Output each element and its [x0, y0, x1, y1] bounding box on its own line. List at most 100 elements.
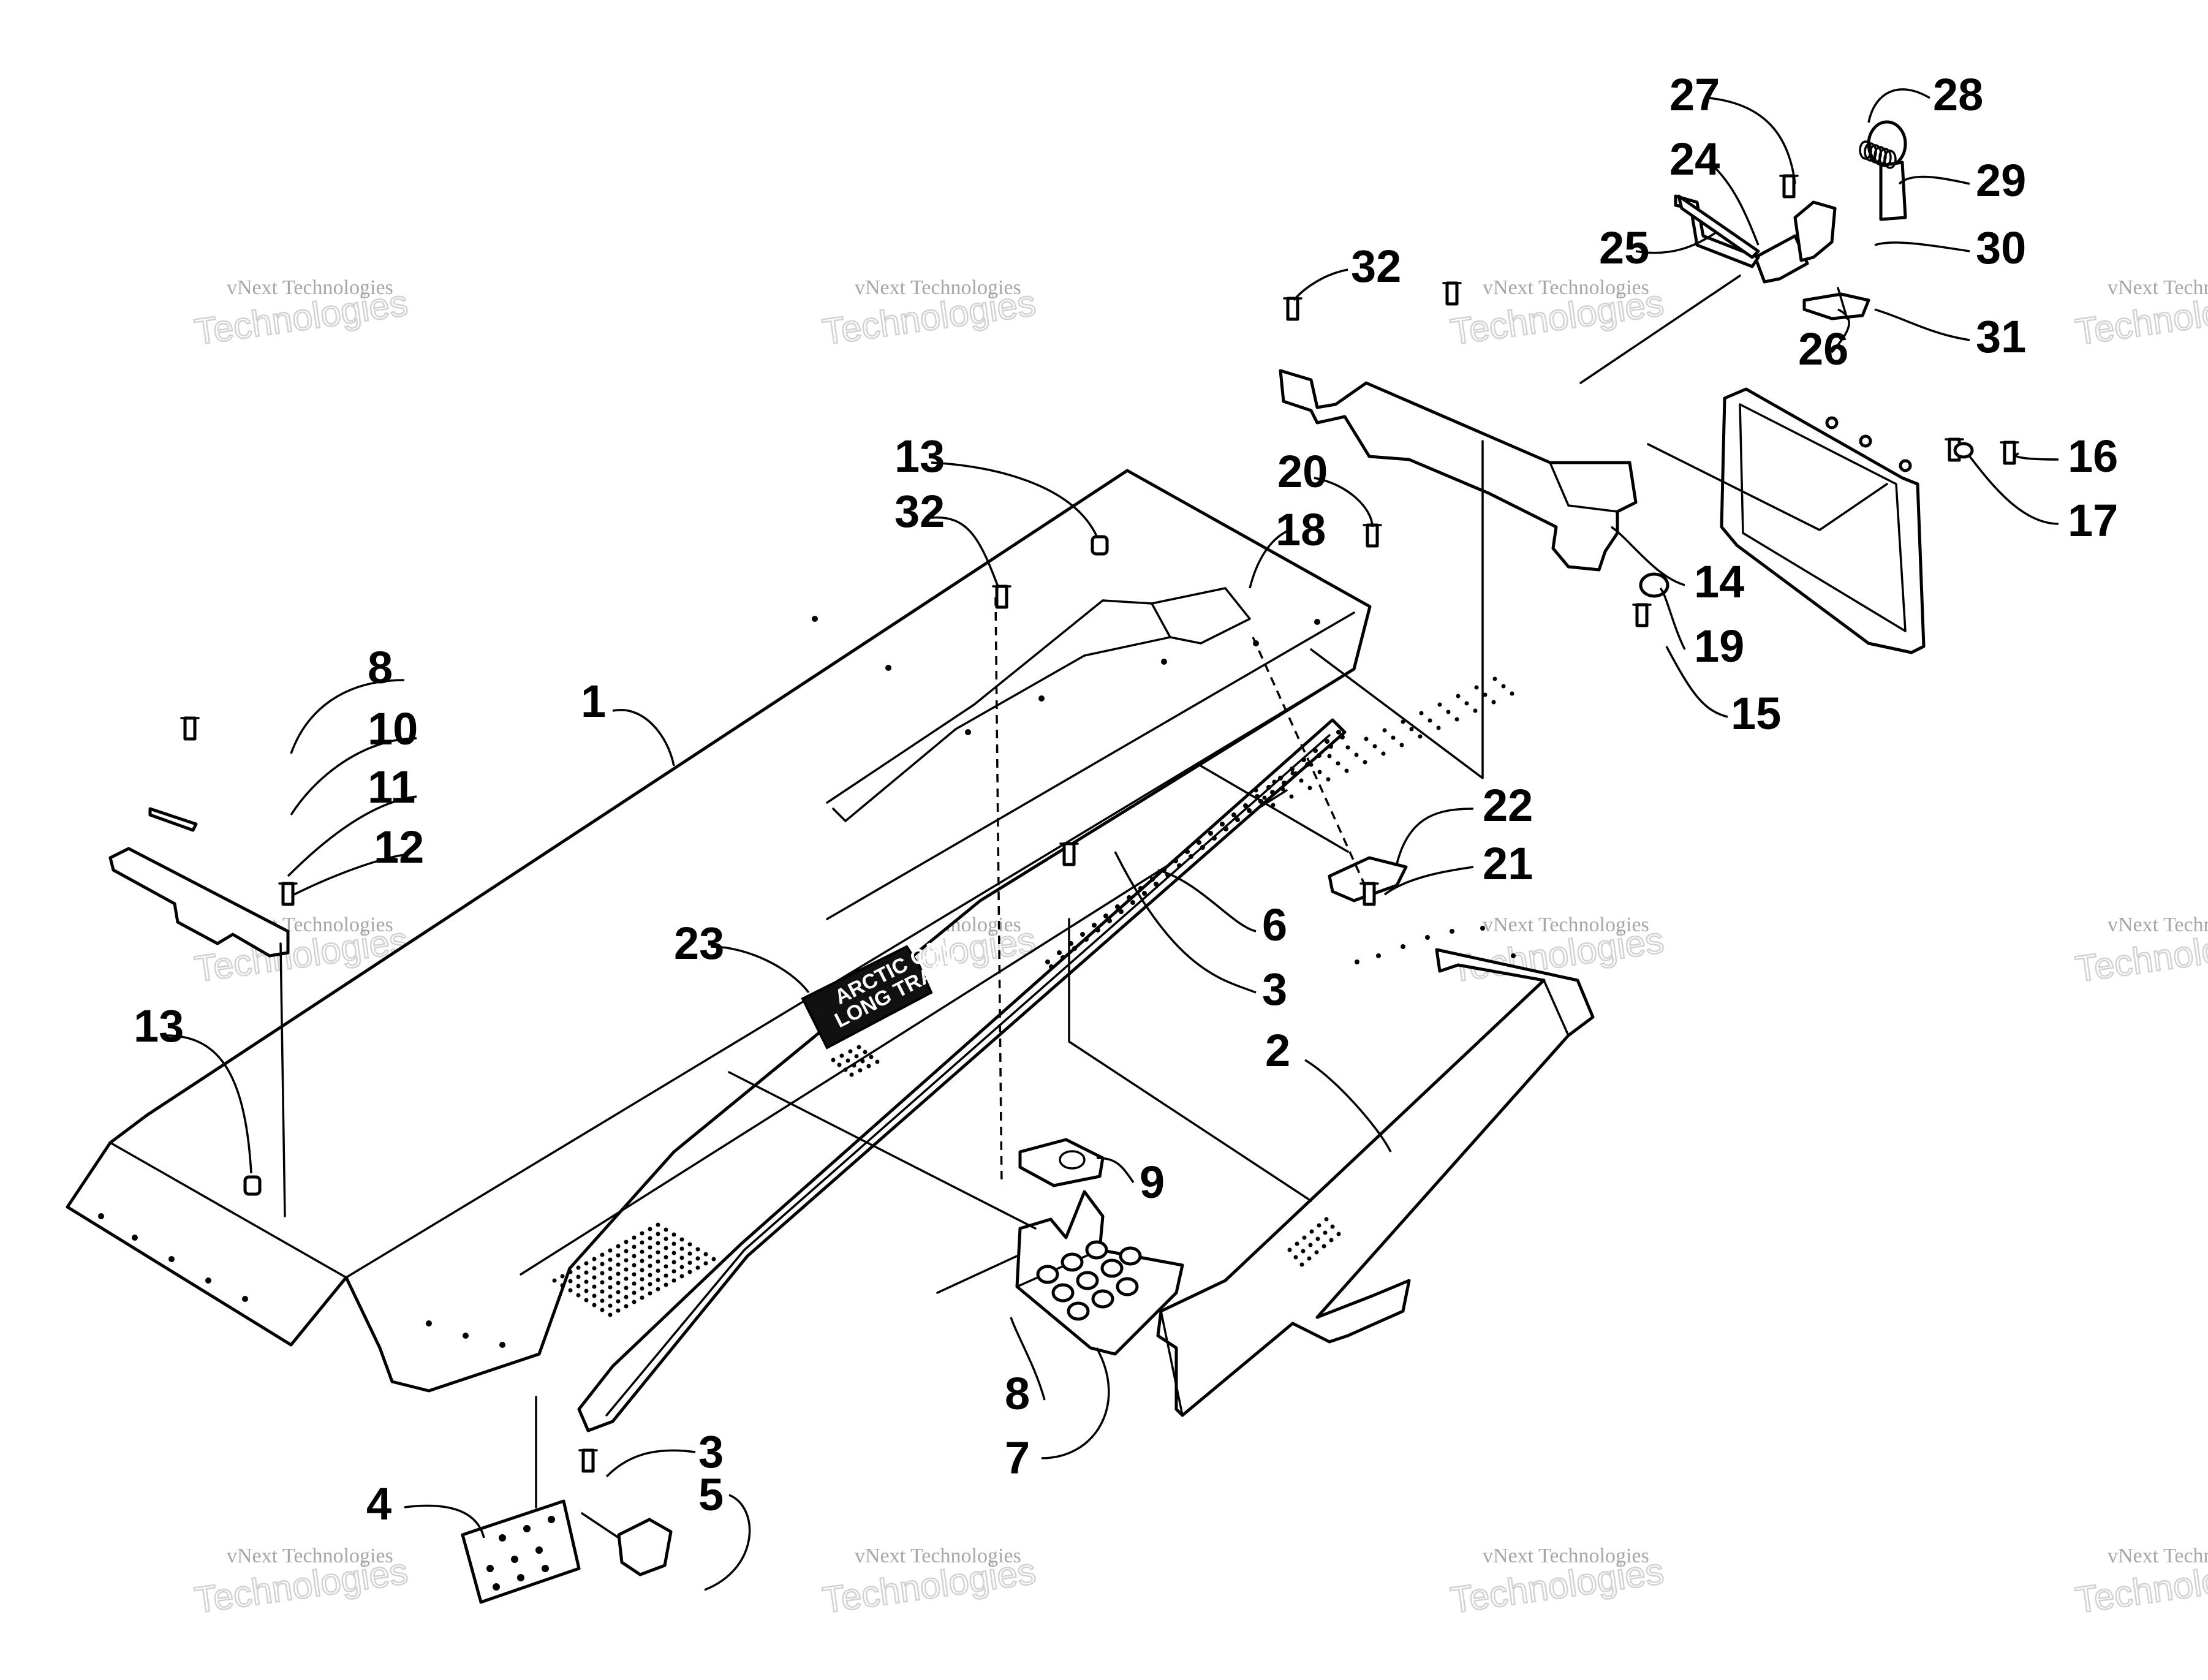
leader-line [1831, 308, 1850, 354]
reflector-part-22 [1328, 856, 1408, 902]
callout-9: 9 [1140, 1157, 1165, 1208]
leader-line [2014, 452, 2059, 461]
leader-line [1249, 529, 1290, 589]
leader-line [1874, 241, 1970, 252]
callout-12: 12 [374, 822, 424, 872]
rail-holes [1045, 730, 1345, 969]
leader-line [165, 1034, 252, 1174]
leader-line [1293, 268, 1348, 301]
bolt-fastener [1359, 882, 1379, 906]
leader-line [1898, 175, 1970, 185]
bolt-fastener [578, 1448, 598, 1473]
watermark-company: vNext Technologies [1483, 276, 1649, 299]
frame-holes [1355, 926, 1516, 964]
mount-holes [1825, 416, 1912, 472]
leader-line [1314, 477, 1374, 528]
watermark-company: vNext Technologies [1483, 914, 1649, 936]
leader-line [1968, 455, 2059, 525]
protector-part-5 [617, 1518, 673, 1576]
callout-10: 10 [368, 703, 418, 754]
bolt-fastener [2000, 441, 2019, 465]
bracket-part-9 [1018, 1138, 1105, 1187]
callout-21: 21 [1483, 838, 1533, 889]
callout-26: 26 [1798, 324, 1848, 374]
callout-6: 6 [1262, 899, 1287, 950]
bolt-fastener [1632, 603, 1652, 627]
callout-23: 23 [674, 918, 724, 969]
leader-line [931, 461, 1098, 537]
bolt-fastener [1283, 297, 1302, 321]
bolt-fastener [1059, 842, 1079, 866]
callout-5: 5 [698, 1469, 724, 1520]
flap-part-15 [1720, 387, 1926, 654]
callout-20: 20 [1277, 446, 1328, 497]
callout-18: 18 [1276, 504, 1326, 555]
leader-line [1114, 851, 1257, 994]
callout-28: 28 [1933, 69, 1983, 120]
bracket-part-11 [108, 807, 290, 958]
decal-holes [831, 1045, 880, 1077]
vent-holes [552, 1222, 716, 1317]
callout-22: 22 [1483, 780, 1533, 831]
callout-27: 27 [1669, 69, 1720, 120]
leader-line [710, 945, 810, 994]
callout-2: 2 [1265, 1025, 1290, 1076]
callout-3-lower: 3 [698, 1426, 724, 1477]
spring-part-28 [1859, 140, 1897, 169]
callout-4: 4 [366, 1478, 391, 1529]
edge-holes [98, 616, 1320, 1348]
leader-line [287, 795, 417, 877]
watermark-company: vNext Technologies [2108, 914, 2208, 936]
callout-32-upper: 32 [1351, 241, 1401, 292]
leader-line [1396, 808, 1474, 865]
handle-part-25 [1677, 194, 1760, 259]
leader-line [605, 1449, 696, 1478]
fastener-layer [180, 140, 2019, 1473]
watermark-company: vNext Technologies [227, 276, 393, 299]
callout-7: 7 [1005, 1432, 1030, 1483]
leader-line [1874, 308, 1970, 341]
watermark-company: vNext Technologies [855, 1545, 1021, 1567]
callout-15: 15 [1731, 688, 1781, 739]
callout-24: 24 [1669, 134, 1720, 184]
leader-line [293, 853, 405, 896]
callout-8-lower: 8 [1005, 1368, 1030, 1419]
bolt-fastener [278, 882, 298, 906]
callout-16: 16 [2068, 431, 2118, 482]
leader-line [1010, 1317, 1046, 1401]
callout-19: 19 [1694, 621, 1744, 672]
leader-line [1041, 1347, 1110, 1459]
callout-32-lower: 32 [894, 486, 945, 537]
bolt-fastener [1442, 281, 1462, 306]
leader-line [1383, 866, 1474, 896]
plate-part-4 [461, 1499, 581, 1604]
leader-line [1659, 587, 1686, 650]
callout-25: 25 [1599, 222, 1649, 273]
callout-17: 17 [2068, 495, 2118, 546]
plate-4-holes [486, 1516, 555, 1591]
callout-8-upper: 8 [368, 642, 393, 693]
callout-31: 31 [1976, 311, 2026, 362]
leader-line [1708, 161, 1760, 246]
watermark-company: vNext Technologies [1483, 1545, 1649, 1567]
tunnel-side-holes [1253, 676, 1514, 808]
leader-layer [165, 88, 2059, 1591]
callout-11: 11 [368, 762, 415, 812]
watermark-company: vNext Technologies [227, 1545, 393, 1567]
bolt-fastener [1363, 523, 1382, 548]
callout-29: 29 [1976, 155, 2026, 206]
leader-line [1867, 88, 1930, 123]
leader-line [1665, 646, 1728, 718]
step-plate-holes [1036, 1240, 1142, 1321]
leader-line [290, 679, 405, 754]
callout-13-lower: 13 [134, 1001, 184, 1051]
leader-line [404, 1504, 485, 1538]
leader-line [1635, 232, 1716, 254]
leader-line [612, 708, 675, 766]
callout-13-upper: 13 [894, 431, 945, 482]
leader-line [1157, 869, 1257, 933]
callout-30: 30 [1976, 222, 2026, 273]
bumper-part-2 [1156, 948, 1595, 1417]
callout-layer: 1 2 3 3 4 5 6 7 8 8 9 10 11 12 13 13 14 … [134, 69, 2118, 1529]
